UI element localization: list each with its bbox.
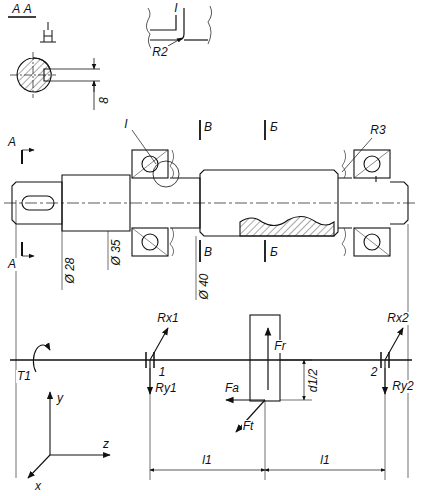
support-number: 2 [370,366,379,379]
force-label: Ry1 [154,382,177,395]
section-mark: Б [269,121,279,134]
dimension-text: 8 [98,96,111,105]
axis-label: y [56,392,64,405]
section-mark: В [203,246,213,259]
section-mark: А [7,258,17,271]
section-mark: Б [269,246,279,259]
dimension-text: Ø 35 [109,238,122,266]
detail-mark: I [173,2,178,15]
dimension-text: Ø 40 [197,272,210,300]
radius-dimension: R2 [151,46,168,59]
title-underline [8,16,36,18]
gear-disk [250,315,280,401]
dimension-text: d1/2 [307,367,320,392]
gear-body [200,170,338,236]
section-arc [33,58,50,69]
force-label: Rx1 [156,312,179,325]
radius-dimension: R3 [369,124,386,137]
torque-label: T1 [16,370,32,383]
force-label: Fr [273,340,286,353]
axis-label: x [34,480,42,493]
dimension-text: Ø 28 [63,256,76,284]
force-label: Rx2 [386,312,409,325]
bearing [354,150,390,256]
section-title: А А [11,3,32,16]
axis-label: z [102,438,110,451]
keyway [22,196,54,210]
force-label: Fa [224,382,240,395]
support-number: 1 [158,366,167,379]
bearing [132,150,168,256]
force-label: Ft [242,420,255,433]
detail-mark: I [123,118,128,131]
shaft-step [62,175,130,231]
shaft-axis [10,359,412,360]
shaft-collar [170,178,200,228]
dimension-text: l1 [201,454,212,467]
section-mark: В [203,121,213,134]
force-label: Ry2 [391,380,414,393]
shaft-end [12,182,62,224]
section-mark: А [7,136,17,149]
torque-arrow [33,345,50,372]
dimension-text: l1 [319,454,330,467]
